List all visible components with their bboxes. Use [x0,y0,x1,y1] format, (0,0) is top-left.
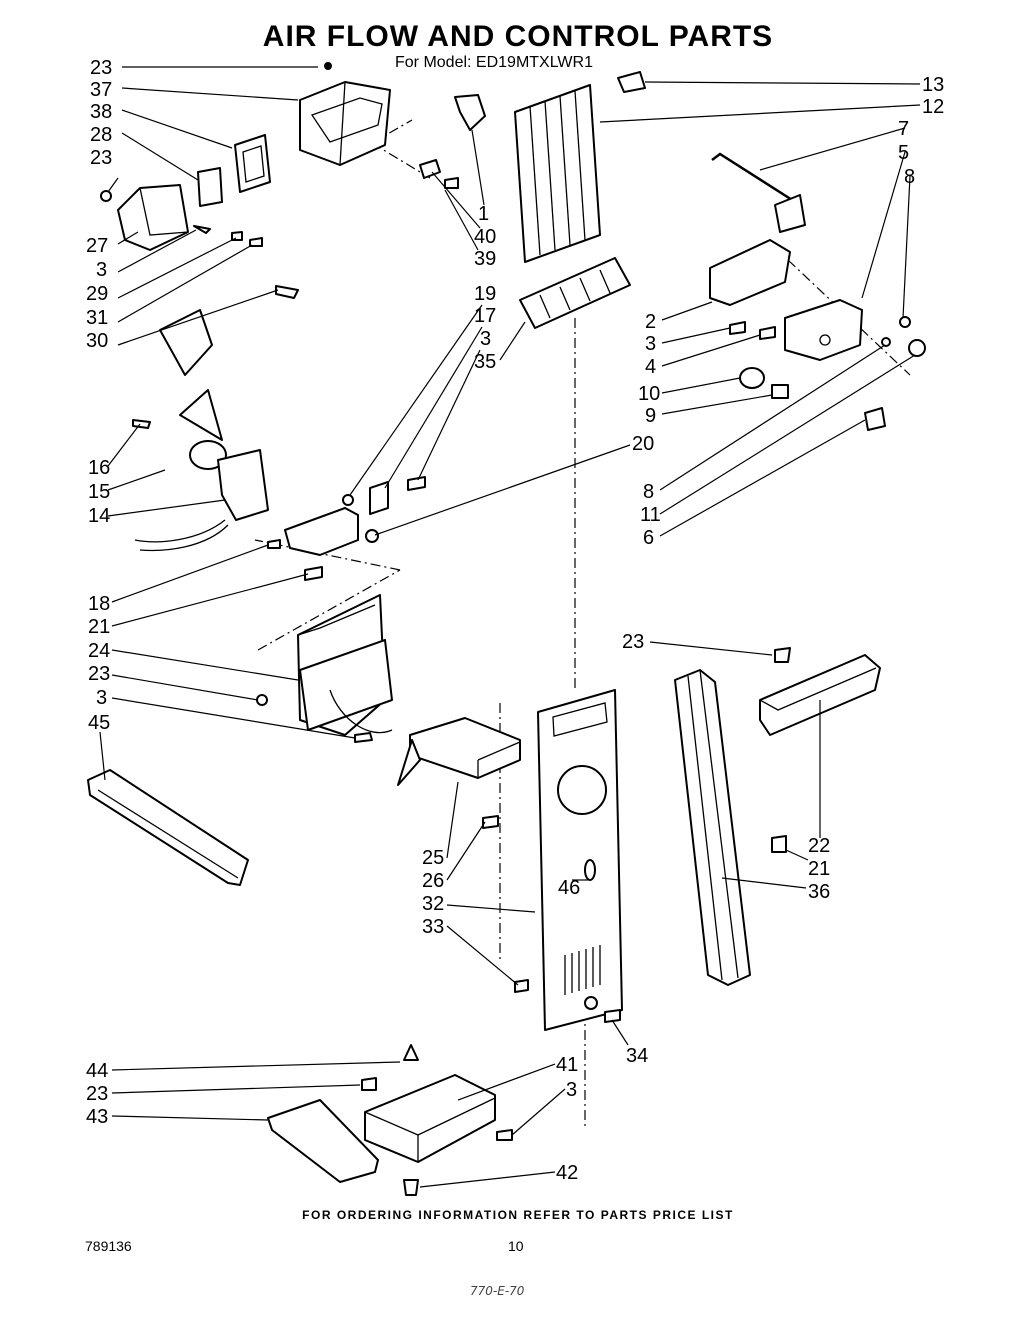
callout-36: 36 [808,881,830,903]
callout-44: 44 [86,1060,108,1082]
part-bracket-22 [759,647,881,853]
callout-21-b: 21 [808,858,830,880]
callout-29: 29 [86,283,108,305]
callout-41: 41 [556,1054,578,1076]
callout-7: 7 [898,118,909,140]
part-number: 789136 [85,1238,132,1254]
callout-3-a: 3 [96,259,107,281]
callout-2: 2 [645,311,656,333]
callout-24: 24 [88,640,110,662]
callout-8-a: 8 [904,166,915,188]
callout-28: 28 [90,124,112,146]
callout-27: 27 [86,235,108,257]
callout-15: 15 [88,481,110,503]
part-gasket-strip-36 [674,669,751,986]
callout-13: 13 [922,74,944,96]
model-line: For Model: ED19MTXLWR1 [395,54,593,71]
callout-38: 38 [90,101,112,123]
part-screws-top [419,94,486,189]
part-rail-45 [87,769,249,886]
callout-17: 17 [474,305,496,327]
callout-23-a: 23 [90,57,112,79]
callout-30: 30 [86,330,108,352]
part-knob-bezel [197,134,271,207]
callout-11: 11 [640,504,661,526]
callout-42: 42 [556,1162,578,1184]
callout-3-e: 3 [566,1079,577,1101]
callout-3-b: 3 [645,333,656,355]
callout-numbers: 23 37 38 28 23 27 3 29 31 30 1 40 39 13 … [86,57,944,1184]
callout-34: 34 [626,1045,648,1067]
callout-8-b: 8 [643,481,654,503]
callout-33: 33 [422,916,444,938]
callout-21-a: 21 [88,616,110,638]
callout-35: 35 [474,351,496,373]
stamp-code: 770-E-70 [470,1284,525,1298]
part-evaporator-panel [514,689,623,1031]
callout-6: 6 [643,527,654,549]
callout-5: 5 [898,142,909,164]
callout-12: 12 [922,96,944,118]
part-clip-13 [617,71,646,93]
callout-40: 40 [474,226,496,248]
callout-23-d: 23 [622,631,644,653]
callout-23-c: 23 [88,663,110,685]
page-title: AIR FLOW AND CONTROL PARTS [262,20,774,53]
callout-43: 43 [86,1106,108,1128]
callout-46: 46 [558,877,580,899]
callout-9: 9 [645,405,656,427]
callout-31: 31 [86,307,108,329]
part-damper-control [100,184,299,299]
page-number: 10 [508,1238,524,1254]
part-drain-trough [267,1044,513,1196]
callout-20: 20 [632,433,654,455]
part-control-housing [299,62,391,166]
callout-39: 39 [474,248,496,270]
part-fan-motor [132,309,269,552]
part-air-duct [354,717,521,829]
callout-3-c: 3 [480,328,491,350]
callout-18: 18 [88,593,110,615]
leader-lines [99,66,921,1188]
ordering-note: FOR ORDERING INFORMATION REFER TO PARTS … [302,1208,734,1222]
callout-19: 19 [474,283,496,305]
callout-32: 32 [422,893,444,915]
callout-22: 22 [808,835,830,857]
part-evaporator-cover [514,84,631,329]
callout-25: 25 [422,847,444,869]
callout-4: 4 [645,356,656,378]
part-fan-shroud [256,594,393,736]
part-wire-rod [711,152,806,233]
callout-45: 45 [88,712,110,734]
callout-10: 10 [638,383,660,405]
callout-3-d: 3 [96,687,107,709]
callout-14: 14 [88,505,110,527]
callout-16: 16 [88,457,110,479]
callout-37: 37 [90,79,112,101]
callout-26: 26 [422,870,444,892]
part-light-bracket [709,239,863,361]
callout-23-b: 23 [90,147,112,169]
callout-1: 1 [478,203,489,225]
part-motor-bracket [267,476,426,581]
callout-23-e: 23 [86,1083,108,1105]
